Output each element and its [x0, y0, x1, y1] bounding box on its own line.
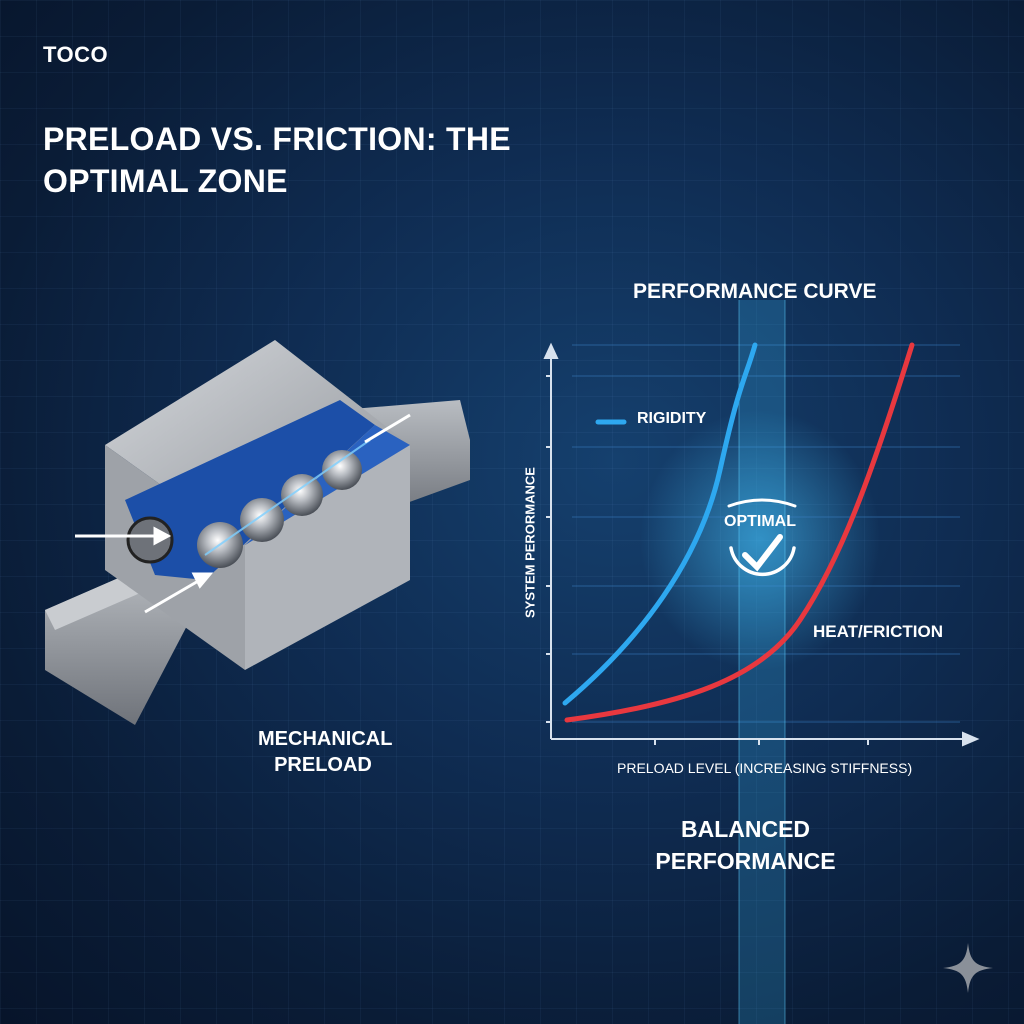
- title-line-2: OPTIMAL ZONE: [43, 163, 288, 199]
- force-arrow-icon: [75, 413, 411, 614]
- heat-friction-curve: [564, 342, 915, 723]
- linear-guide-illustration: [45, 340, 470, 725]
- optimal-check-icon: [727, 498, 797, 577]
- ball-bearing: [322, 450, 362, 490]
- ball-bearing: [281, 474, 323, 516]
- illustration-label: MECHANICAL PRELOAD: [258, 728, 393, 776]
- y-axis-label: SYSTEM PERORMANCE: [522, 467, 538, 618]
- sparkle-icon: [943, 943, 993, 993]
- heat-friction-label: HEAT/FRICTION: [813, 622, 944, 641]
- rigidity-curve: [562, 342, 758, 706]
- brand-logo: TOCO: [43, 42, 109, 67]
- x-axis-label: PRELOAD LEVEL (INCREASING STIFFNESS): [617, 760, 913, 776]
- ball-bearing: [240, 498, 284, 542]
- page-title: PRELOAD VS. FRICTION: THE OPTIMAL ZONE: [43, 118, 511, 202]
- axes: [543, 342, 980, 747]
- rigidity-legend-label: RIGIDITY: [637, 410, 707, 427]
- gridlines: [572, 344, 960, 723]
- chart-title: PERFORMANCE CURVE: [633, 280, 877, 303]
- title-line-1: PRELOAD VS. FRICTION: THE: [43, 121, 511, 157]
- optimal-label: OPTIMAL: [724, 513, 796, 530]
- footer-caption: BALANCED PERFORMANCE: [655, 816, 836, 874]
